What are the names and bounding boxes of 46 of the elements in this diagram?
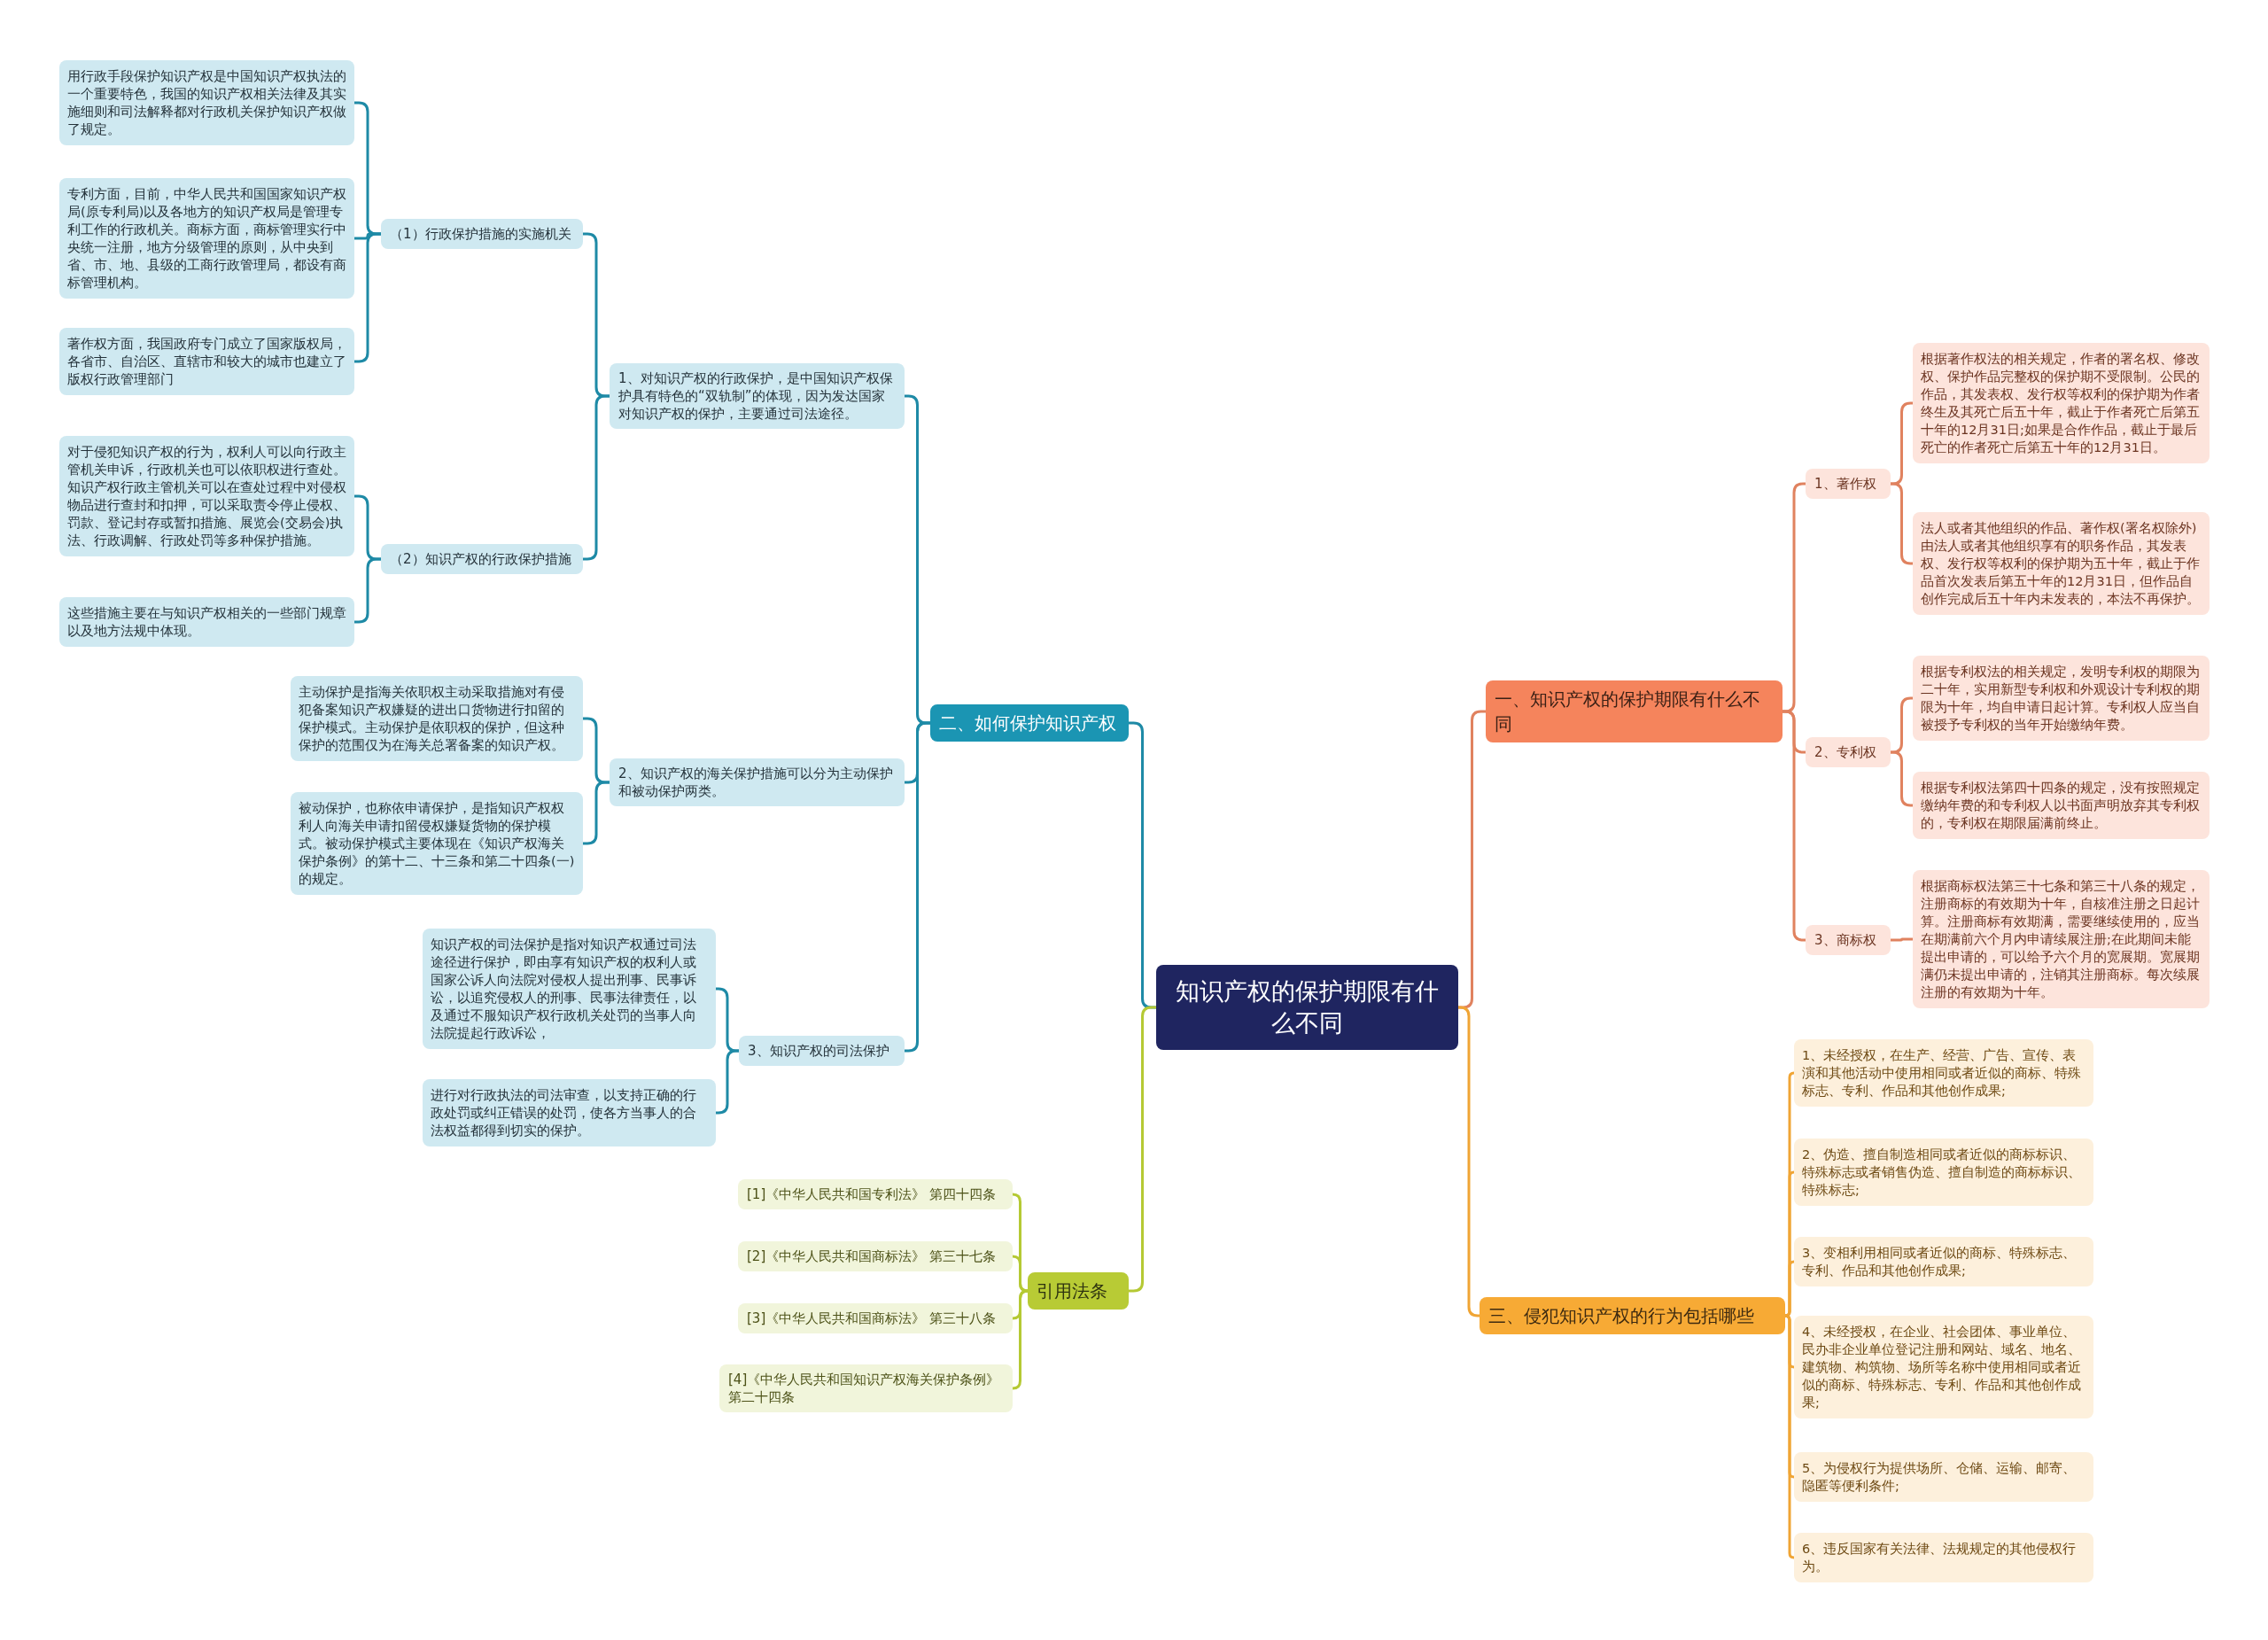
detail-note: 用行政手段保护知识产权是中国知识产权执法的一个重要特色，我国的知识产权相关法律及其实施细则和司法解释都对行政机关保护知识产权做了规定。 <box>59 60 354 145</box>
branch-connector <box>1011 1289 1029 1390</box>
main-topic: 引用法条 <box>1028 1272 1129 1310</box>
subtopic: [1]《中华人民共和国专利法》 第四十四条 <box>738 1179 1013 1209</box>
subtopic: [2]《中华人民共和国商标法》 第三十七条 <box>738 1241 1013 1271</box>
branch-connector <box>1891 482 1913 565</box>
detail-note: 4、未经授权，在企业、社会团体、事业单位、民办非企业单位登记注册和网站、域名、地名、建筑物、构筑物、场所等名称中使用相同或者近似的商标、特殊标志、专利、作品和其他创作成果; <box>1794 1316 2093 1418</box>
branch-connector <box>1457 1006 1480 1317</box>
detail-note: 根据专利权法的相关规定，发明专利权的期限为二十年，实用新型专利权和外观设计专利权的期限为十年，均自申请日起计算。专利权人应当自被授予专利权的当年开始缴纳年费。 <box>1913 656 2210 741</box>
branch-connector <box>583 781 610 845</box>
subtopic: [3]《中华人民共和国商标法》 第三十八条 <box>738 1303 1013 1333</box>
detail-note: 著作权方面，我国政府专门成立了国家版权局，各省市、自治区、直辖市和较大的城市也建立了版权行政管理部门 <box>59 328 354 395</box>
detail-note: 主动保护是指海关依职权主动采取措施对有侵犯备案知识产权嫌疑的进出口货物进行扣留的保护模式。主动保护是依职权的保护，但这种保护的范围仅为在海关总署备案的知识产权。 <box>291 676 583 761</box>
detail-note: 被动保护，也称依申请保护，是指知识产权权利人向海关申请扣留侵权嫌疑货物的保护模式。被动保护模式主要体现在《知识产权海关保护条例》的第十二、十三条和第二十四条(一)的规定。 <box>291 792 583 895</box>
branch-connector <box>1011 1255 1029 1293</box>
detail-note: 专利方面，目前，中华人民共和国国家知识产权局(原专利局)以及各地方的知识产权局是管理专利工作的行政机关。商标方面，商标管理实行中央统一注册，地方分级管理的原则，从中央到省、市、地、县级的工商行政管理局，都设有商标管理机构。 <box>59 178 354 299</box>
detail-note: 法人或者其他组织的作品、著作权(署名权除外)由法人或者其他组织享有的职务作品，其发表权、发行权等权利的保护期为五十年，截止于作品首次发表后第五十年的12月31日，但作品自创作完成后五十年内未发表的，本法不再保护。 <box>1913 512 2210 615</box>
detail-note: 3、变相利用相同或者近似的商标、特殊标志、专利、作品和其他创作成果; <box>1794 1237 2093 1286</box>
subtopic: 2、专利权 <box>1806 737 1891 767</box>
main-topic: 三、侵犯知识产权的行为包括哪些 <box>1480 1297 1785 1334</box>
main-topic: 一、知识产权的保护期限有什么不同 <box>1486 680 1783 742</box>
branch-connector <box>1891 696 1913 754</box>
main-topic: 二、如何保护知识产权 <box>930 704 1129 742</box>
detail-note: 根据专利权法第四十四条的规定，没有按照规定缴纳年费的和专利权人以书面声明放弃其专利权的，专利权在期限届满前终止。 <box>1913 772 2210 839</box>
subtopic: 3、知识产权的司法保护 <box>739 1036 905 1066</box>
subtopic: 3、商标权 <box>1806 925 1891 955</box>
detail-note: 6、违反国家有关法律、法规规定的其他侵权行为。 <box>1794 1533 2093 1582</box>
detail-note: 知识产权的司法保护是指对知识产权通过司法途径进行保护，即由享有知识产权的权利人或国家公诉人向法院对侵权人提出刑事、民事诉讼，以追究侵权人的刑事、民事法律责任，以及通过不服知识产权行政机关处罚的当事人向法院提起行政诉讼， <box>423 929 716 1049</box>
detail-note: 根据著作权法的相关规定，作者的署名权、修改权、保护作品完整权的保护期不受限制。公民的作品，其发表权、发行权等权利的保护期为作者终生及其死亡后五十年，截止于作者死亡后第五十年的12月31日;如果是合作作品，截止于最后死亡的作者死亡后第五十年的12月31日。 <box>1913 343 2210 463</box>
subtopic: 1、著作权 <box>1806 469 1891 499</box>
detail-note: 2、伪造、擅自制造相同或者近似的商标标识、特殊标志或者销售伪造、擅自制造的商标标识、特殊标志; <box>1794 1139 2093 1206</box>
detail-note: 5、为侵权行为提供场所、仓储、运输、邮寄、隐匿等便利条件; <box>1794 1452 2093 1502</box>
subtopic: [4]《中华人民共和国知识产权海关保护条例》第二十四条 <box>719 1364 1013 1412</box>
detail-note: 根据商标权法第三十七条和第三十八条的规定，注册商标的有效期为十年，自核准注册之日起计算。注册商标有效期满，需要继续使用的，应当在期满前六个月内申请续展注册;在此期间未能提出申请的，可以给予六个月的宽展期。宽展期满仍未提出申请的，注销其注册商标。每次续展注册的有效期为十年。 <box>1913 870 2210 1008</box>
central-topic: 知识产权的保护期限有什么不同 <box>1156 965 1458 1050</box>
subtopic: （1）行政保护措施的实施机关 <box>381 219 583 249</box>
detail-note: 1、未经授权，在生产、经营、广告、宣传、表演和其他活动中使用相同或者近似的商标、特殊标志、专利、作品和其他创作成果; <box>1794 1039 2093 1107</box>
detail-note: 进行对行政执法的司法审查，以支持正确的行政处罚或纠正错误的处罚，使各方当事人的合法权益都得到切实的保护。 <box>423 1079 716 1146</box>
branch-connector <box>1891 401 1913 486</box>
branch-connector <box>1891 937 1913 942</box>
detail-note: 对于侵犯知识产权的行为，权利人可以向行政主管机关申诉，行政机关也可以依职权进行查处。知识产权行政主管机关可以在查处过程中对侵权物品进行查封和扣押，可以采取责令停止侵权、罚款、登记封存或暂扣措施、展览会(交易会)执法、行政调解、行政处罚等多种保护措施。 <box>59 436 354 556</box>
subtopic: （2）知识产权的行政保护措施 <box>381 544 583 574</box>
subtopic: 1、对知识产权的行政保护，是中国知识产权保护具有特色的“双轨制”的体现，因为发达国家对知识产权的保护，主要通过司法途径。 <box>610 363 905 429</box>
branch-connector <box>1891 750 1913 807</box>
detail-note: 这些措施主要在与知识产权相关的一些部门规章以及地方法规中体现。 <box>59 597 354 647</box>
subtopic: 2、知识产权的海关保护措施可以分为主动保护和被动保护两类。 <box>610 758 905 806</box>
